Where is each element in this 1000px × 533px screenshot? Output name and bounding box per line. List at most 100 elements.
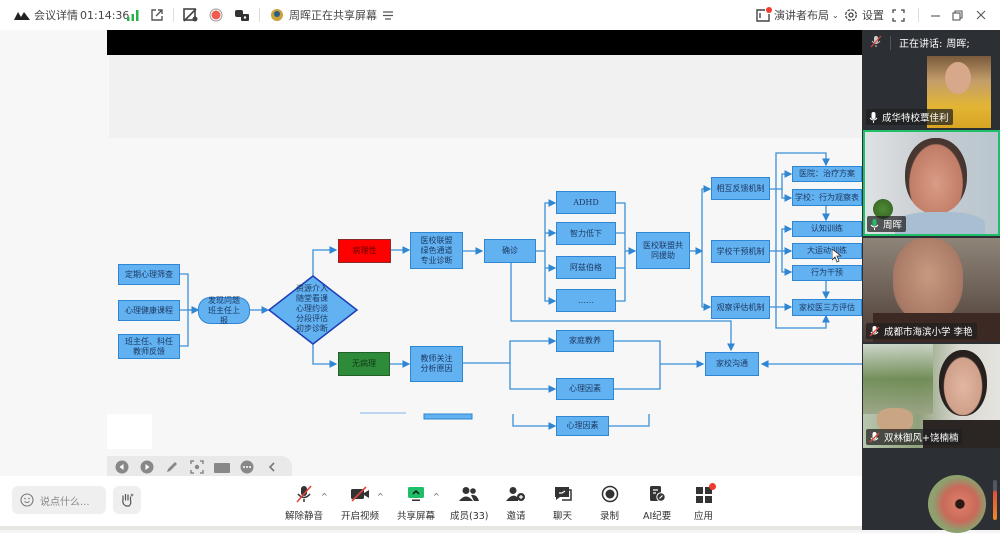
bottom-toolbar: 说点什么... 解除静音 ^ 开启视频 ^ 共享屏幕 ^ 成员(33) 邀请 聊… <box>0 476 862 530</box>
mouse-cursor-icon <box>832 249 842 263</box>
participant-name: 成华特校覃佳利 <box>882 113 949 124</box>
window-view <box>863 344 933 414</box>
video-options-caret[interactable]: ^ <box>377 492 384 501</box>
node-etc: …… <box>556 289 616 312</box>
close-icon[interactable] <box>976 0 986 30</box>
invite-icon <box>506 484 526 504</box>
meeting-details-button[interactable]: 会议详情 <box>14 0 78 30</box>
unmute-button[interactable]: 解除静音 <box>285 484 323 522</box>
node-green-channel: 医校联盟绿色通道专业诊断 <box>410 232 463 269</box>
record-button[interactable]: 录制 <box>600 484 619 522</box>
assess-step: 初步诊断 <box>296 324 328 333</box>
record-label: 录制 <box>600 511 620 522</box>
participant-name: 成都市海滨小学 李艳 <box>884 327 973 338</box>
speaking-name: 周晖; <box>946 39 970 50</box>
mic-active-icon <box>870 218 879 230</box>
node-report: 发现问题班主任上报 <box>198 296 250 325</box>
meeting-details-label: 会议详情 <box>34 9 78 22</box>
node-teacher-feedback: 班主任、科任教师反馈 <box>118 334 180 359</box>
elapsed-time: 01:14:36 <box>80 8 130 22</box>
video-tile[interactable]: 成华特校覃佳利 <box>863 56 1000 128</box>
share-screen-label: 共享屏幕 <box>397 511 436 522</box>
start-video-button[interactable]: 开启视频 <box>341 484 379 522</box>
assess-step: 随堂看课 <box>296 294 328 303</box>
shared-window-header <box>109 55 862 138</box>
self-avatar[interactable] <box>928 475 986 533</box>
presentation-controls <box>107 456 292 478</box>
more-icon[interactable] <box>239 459 255 475</box>
members-label: 成员(33) <box>450 511 489 522</box>
app-logo-icon <box>14 10 30 20</box>
node-adhd: ADHD <box>556 191 616 214</box>
node-psych-factors: 心理因素 <box>556 378 614 400</box>
node-assessment: 资源介入 随堂看课 心理约谈 分段评估 初步诊断 <box>284 284 340 334</box>
node-intervention-mechanism: 学校干预机制 <box>711 240 770 263</box>
sharing-status-label: 周晖正在共享屏幕 <box>289 9 377 22</box>
signal-icon[interactable] <box>127 0 139 30</box>
assess-step: 分段评估 <box>296 314 328 323</box>
chevron-down-icon: ⌄ <box>832 10 839 20</box>
restore-icon[interactable] <box>952 0 963 30</box>
hand-icon <box>122 493 134 507</box>
unmute-label: 解除静音 <box>285 511 324 522</box>
share-screen-button[interactable]: 共享屏幕 <box>397 484 435 522</box>
chat-button[interactable]: 聊天 <box>553 484 572 522</box>
node-behavior-intervention: 行为干预 <box>792 265 862 281</box>
node-courses: 心理健康课程 <box>118 300 180 321</box>
video-off-icon <box>350 484 370 504</box>
participant-nametag: 成华特校覃佳利 <box>866 109 953 125</box>
participant-face <box>939 350 987 416</box>
chat-placeholder: 说点什么... <box>40 496 90 508</box>
settings-button[interactable]: 设置 <box>844 0 884 30</box>
video-tile[interactable]: 双林御风+饶楠楠 <box>863 344 1000 448</box>
minimize-icon[interactable] <box>930 0 941 30</box>
participant-face <box>893 238 963 322</box>
node-diagnosis: 确诊 <box>484 239 536 263</box>
ai-notes-button[interactable]: AI纪要 <box>643 484 671 522</box>
raise-hand-button[interactable] <box>113 486 141 514</box>
open-external-icon[interactable] <box>150 0 164 30</box>
node-cognitive-training: 认知训练 <box>792 221 862 237</box>
pen-icon[interactable] <box>164 459 180 475</box>
video-tile-active[interactable]: 周晖 <box>863 130 1000 236</box>
menu-lines-icon <box>383 10 393 20</box>
divider <box>890 35 891 50</box>
ai-notes-label: AI纪要 <box>643 511 672 522</box>
cushion <box>877 408 913 432</box>
divider <box>259 8 260 22</box>
sharing-status[interactable]: 周晖正在共享屏幕 <box>271 0 393 30</box>
screen-icon[interactable] <box>214 459 230 475</box>
record-icon <box>601 484 619 504</box>
focus-icon[interactable] <box>189 459 205 475</box>
invite-label: 邀请 <box>506 511 526 522</box>
assessment-diamond <box>267 275 359 345</box>
plant <box>871 198 895 220</box>
security-icon[interactable] <box>234 0 250 30</box>
participant-face <box>905 138 967 214</box>
share-screen-icon <box>407 484 425 504</box>
quick-chat-input[interactable]: 说点什么... <box>12 486 106 514</box>
emoji-icon <box>20 493 34 507</box>
apps-button[interactable]: 应用 <box>694 483 716 522</box>
video-tile[interactable]: 成都市海滨小学 李艳 <box>863 238 1000 342</box>
members-button[interactable]: 成员(33) <box>450 484 489 522</box>
audio-options-caret[interactable]: ^ <box>321 492 328 501</box>
share-options-caret[interactable]: ^ <box>433 492 440 501</box>
record-indicator-icon[interactable] <box>209 0 223 30</box>
layout-icon <box>756 7 772 22</box>
next-icon[interactable] <box>139 459 155 475</box>
members-icon <box>459 484 480 504</box>
divider <box>173 8 174 22</box>
annotation-off-icon[interactable] <box>183 0 198 30</box>
mic-muted-icon <box>870 35 882 51</box>
gear-icon <box>844 8 858 22</box>
collapse-icon[interactable] <box>264 459 280 475</box>
invite-button[interactable]: 邀请 <box>506 484 526 522</box>
fullscreen-icon[interactable] <box>892 0 905 30</box>
layout-button[interactable]: 演讲者布局 ⌄ <box>756 0 839 30</box>
ai-notes-icon <box>648 484 666 504</box>
node-pathological: 病理性 <box>338 239 391 263</box>
node-joint-support: 医校联盟共同援助 <box>636 232 690 269</box>
previous-icon[interactable] <box>114 459 130 475</box>
start-video-label: 开启视频 <box>341 511 380 522</box>
